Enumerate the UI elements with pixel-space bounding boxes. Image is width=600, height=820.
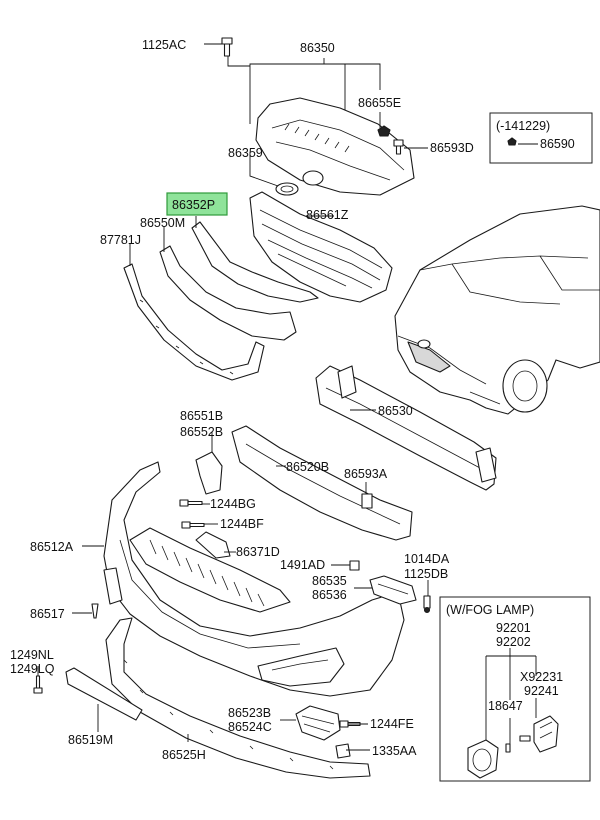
label-1014da: 1014DA <box>404 552 450 566</box>
label-1244bf: 1244BF <box>220 517 264 531</box>
bracket-86371d <box>195 531 231 559</box>
inset-box-141229 <box>489 112 593 164</box>
garnish-86550m <box>159 245 297 341</box>
leader-lines <box>37 43 429 751</box>
label-92241: 92241 <box>524 684 559 698</box>
label-86535: 86535 <box>312 574 347 588</box>
clip-1335aa <box>335 743 351 759</box>
bolt-1249nl <box>33 675 43 694</box>
label-86590: 86590 <box>540 137 575 151</box>
label-86525h: 86525H <box>162 748 206 762</box>
label-86655e: 86655E <box>358 96 401 110</box>
label-86359: 86359 <box>228 146 263 160</box>
lower-reinforcement <box>129 527 291 613</box>
label-18647: 18647 <box>488 699 523 713</box>
bolt-1125ac <box>221 37 233 57</box>
label-range-141229: (-141229) <box>496 119 550 133</box>
label-86523b: 86523B <box>228 706 271 720</box>
bumper-cover-86512a <box>103 461 405 697</box>
label-1125ac: 1125AC <box>142 38 186 52</box>
lip-86525h <box>105 617 371 779</box>
label-86550m: 86550M <box>140 216 185 230</box>
clip-86655e <box>377 125 391 137</box>
label-1491ad: 1491AD <box>280 558 325 572</box>
label-1249lq: 1249LQ <box>10 662 55 676</box>
clip-1491ad <box>349 560 360 571</box>
emblem-86359 <box>275 182 299 196</box>
label-86593d: 86593D <box>430 141 474 155</box>
bracket-86535 <box>369 575 417 605</box>
screw-86593d <box>393 139 404 155</box>
label-92202: 92202 <box>496 635 531 649</box>
garnish-86352p <box>191 221 319 303</box>
label-86512a: 86512A <box>30 540 74 554</box>
label-fog-lamp-title: (W/FOG LAMP) <box>446 603 534 617</box>
radiator-grille-86561z <box>249 191 393 303</box>
absorber-86520b <box>231 425 413 541</box>
screw-86593a <box>361 493 373 509</box>
label-86536: 86536 <box>312 588 347 602</box>
label-87781j: 87781J <box>100 233 141 247</box>
label-92201: 92201 <box>496 621 531 635</box>
back-beam-86530 <box>315 365 497 491</box>
label-1125db: 1125DB <box>404 567 448 581</box>
label-86552b: 86552B <box>180 425 223 439</box>
label-x92231: X92231 <box>520 670 563 684</box>
molding-87781j <box>123 263 265 381</box>
label-86524c: 86524C <box>228 720 272 734</box>
label-1335aa: 1335AA <box>372 744 417 758</box>
label-86352p: 86352P <box>172 198 215 212</box>
label-1249nl: 1249NL <box>10 648 54 662</box>
label-86371d: 86371D <box>236 545 280 559</box>
label-86350: 86350 <box>300 41 335 55</box>
label-86530: 86530 <box>378 404 413 418</box>
pin-86517 <box>91 603 99 619</box>
label-86593a: 86593A <box>344 467 388 481</box>
screw-1014da <box>423 595 431 614</box>
label-86551b: 86551B <box>180 409 223 423</box>
inset-box-fog-lamp <box>439 596 591 782</box>
highlight-box-86352p <box>166 192 228 216</box>
label-86517: 86517 <box>30 607 65 621</box>
label-86561z: 86561Z <box>306 208 349 222</box>
plate-86519m <box>65 667 143 721</box>
vehicle-illustration <box>394 205 600 415</box>
label-86520b: 86520B <box>286 460 329 474</box>
label-86519m: 86519M <box>68 733 113 747</box>
bolt-1244bg <box>179 499 203 507</box>
fog-cover-86523b <box>295 705 341 741</box>
grille-cover-86350 <box>255 97 415 196</box>
part-labels: 1125AC 86350 86655E 86359 86593D (-14122… <box>10 38 575 762</box>
label-1244fe: 1244FE <box>370 717 414 731</box>
bolt-1244bf <box>181 521 205 529</box>
bracket-86551b <box>195 451 223 495</box>
label-1244bg: 1244BG <box>210 497 256 511</box>
